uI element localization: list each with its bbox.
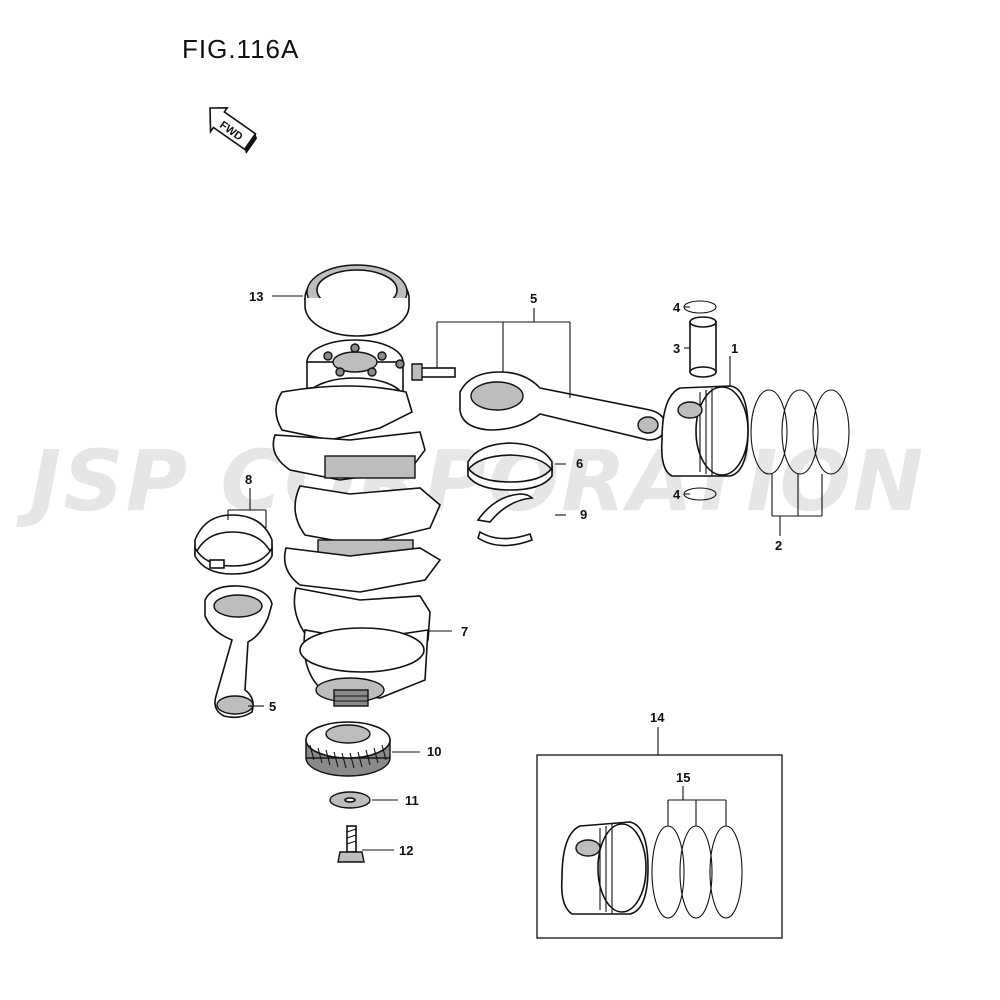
crankshaft-part — [272, 339, 442, 707]
oversize-ring-set-part — [651, 825, 743, 919]
callout-15: 15 — [676, 770, 690, 785]
crank-gear-part — [305, 721, 391, 777]
main-bearing-part — [194, 514, 273, 575]
callout-13: 13 — [249, 289, 263, 304]
callout-4-top: 4 — [673, 300, 681, 315]
callout-2: 2 — [775, 538, 782, 553]
bolt-part — [337, 825, 365, 863]
piston-ring-set-part — [750, 389, 850, 475]
fwd-arrow-icon: FWD — [209, 107, 258, 155]
leader-lines — [227, 295, 823, 851]
callout-7: 7 — [461, 624, 468, 639]
callout-14: 14 — [650, 710, 665, 725]
callout-9: 9 — [580, 507, 587, 522]
callout-5-top: 5 — [530, 291, 537, 306]
callout-4-bottom: 4 — [673, 487, 681, 502]
oil-seal-part — [304, 264, 410, 337]
washer-part — [329, 791, 371, 809]
figure-title: FIG.116A — [182, 34, 300, 64]
watermark-text: JSP CORPORATION — [16, 432, 925, 530]
piston-part — [660, 385, 749, 477]
connecting-rod-top-part — [411, 363, 666, 441]
callout-8: 8 — [245, 472, 252, 487]
piston-kit-box — [536, 754, 783, 939]
callout-11: 11 — [405, 793, 419, 808]
callout-3: 3 — [673, 341, 680, 356]
conrod-bearing-part — [467, 442, 553, 491]
oversize-piston-part — [560, 821, 649, 915]
callout-12: 12 — [399, 843, 413, 858]
piston-pin-part — [689, 316, 717, 378]
connecting-rod-left-part — [204, 585, 273, 719]
callout-5-left: 5 — [269, 699, 276, 714]
callout-1: 1 — [731, 341, 738, 356]
thrust-bearing-part — [476, 493, 534, 547]
callout-6: 6 — [576, 456, 583, 471]
callout-10: 10 — [427, 744, 441, 759]
